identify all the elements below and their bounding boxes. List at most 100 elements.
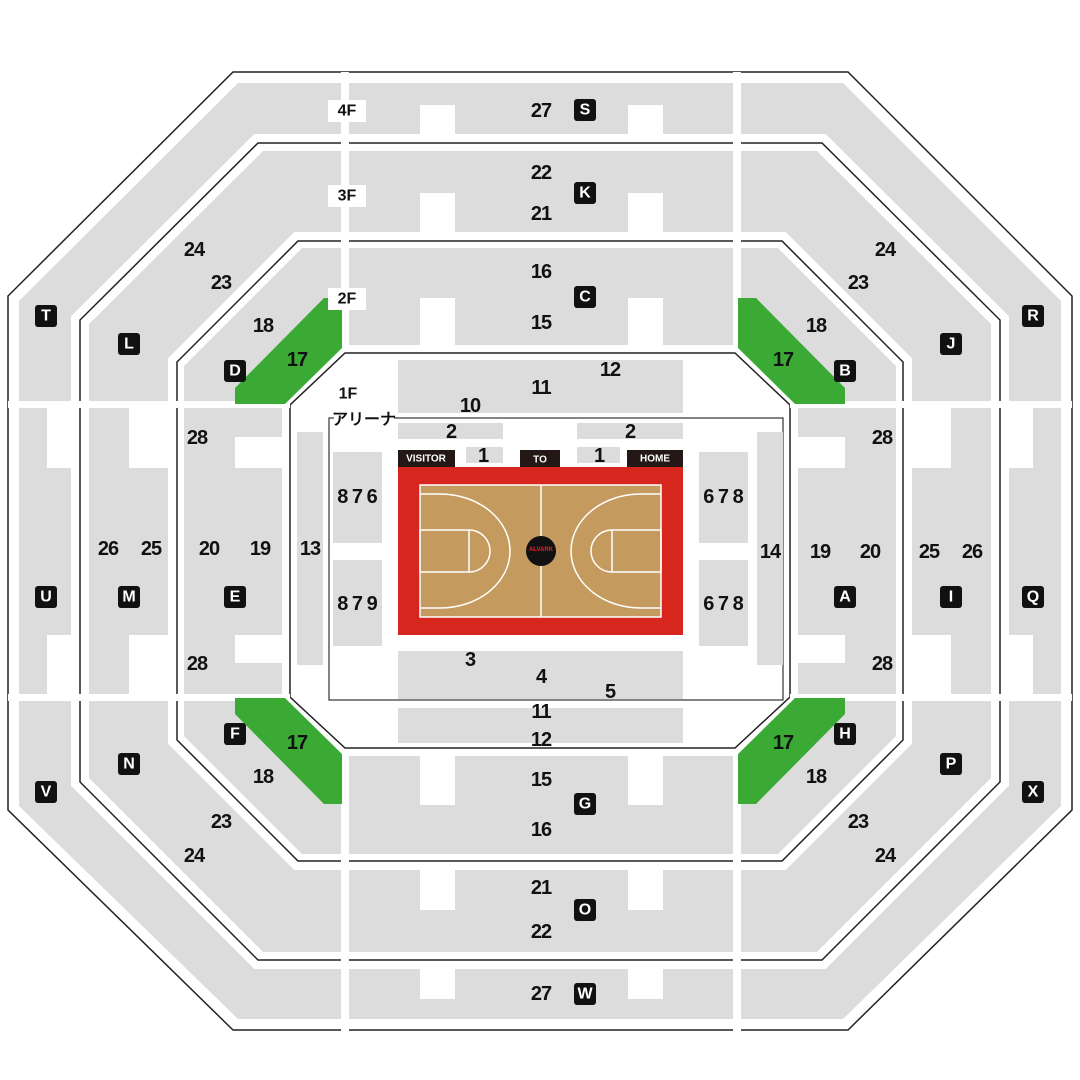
block-R[interactable]: R	[1022, 305, 1044, 327]
row-number: 18	[806, 766, 827, 788]
block-letter: N	[123, 756, 135, 773]
row-number: 26	[962, 541, 983, 563]
block-letter: I	[949, 589, 953, 606]
block-badge	[940, 333, 962, 355]
block-badge	[1022, 586, 1044, 608]
block-L[interactable]: L	[118, 333, 140, 355]
row-number: 28	[872, 653, 893, 675]
block-I[interactable]: I	[940, 586, 962, 608]
block-letter: O	[579, 902, 591, 919]
block-letter: V	[41, 784, 52, 801]
floor-label-arena-bg	[334, 410, 394, 428]
row-number: 21	[531, 203, 552, 225]
block-badge	[574, 286, 596, 308]
home-bench: HOME	[627, 450, 683, 467]
floor-label-3f: 3F	[328, 185, 366, 207]
row-number: 24	[184, 845, 206, 867]
row-number: 4	[536, 666, 548, 688]
block-letter: P	[946, 756, 957, 773]
row-number: 25	[141, 538, 162, 560]
svg-text:4F: 4F	[338, 103, 357, 120]
row-number: 8 7 9	[337, 593, 377, 615]
block-letter: W	[577, 986, 593, 1003]
row-number: 2	[625, 421, 636, 443]
row-number: 23	[848, 272, 869, 294]
section-f-highlight[interactable]	[235, 698, 342, 804]
block-W[interactable]: W	[574, 983, 596, 1005]
row-number: 6 7 8	[703, 486, 743, 508]
center-court-logo: ALVARK	[526, 536, 556, 566]
row-number: 17	[287, 732, 308, 754]
block-badge	[574, 899, 596, 921]
block-badge	[574, 182, 596, 204]
block-badge	[1022, 305, 1044, 327]
block-letter: A	[839, 589, 851, 606]
block-S[interactable]: S	[574, 99, 596, 121]
row-number: 22	[531, 162, 552, 184]
block-badge	[574, 983, 596, 1005]
section-h-highlight[interactable]	[738, 698, 845, 804]
floor-label-2f: 2F	[328, 288, 366, 310]
block-B[interactable]: B	[834, 360, 856, 382]
row-number: 28	[187, 653, 208, 675]
row-number: 17	[773, 732, 794, 754]
row-number: 26	[98, 538, 119, 560]
block-U[interactable]: U	[35, 586, 57, 608]
block-G[interactable]: G	[574, 793, 596, 815]
section-b-highlight[interactable]	[738, 298, 845, 404]
row-number: 12	[531, 729, 552, 751]
block-letter: D	[229, 363, 241, 380]
row-number: 25	[919, 541, 940, 563]
block-F[interactable]: F	[224, 723, 246, 745]
block-H[interactable]: H	[834, 723, 856, 745]
row-number: 15	[531, 312, 552, 334]
svg-text:3F: 3F	[338, 188, 357, 205]
block-N[interactable]: N	[118, 753, 140, 775]
block-letter: E	[230, 589, 241, 606]
block-badge	[834, 360, 856, 382]
block-A[interactable]: A	[834, 586, 856, 608]
row-number: 15	[531, 769, 552, 791]
block-letter: Q	[1027, 589, 1039, 606]
block-letter: H	[839, 726, 851, 743]
block-E[interactable]: E	[224, 586, 246, 608]
row-number: 27	[531, 983, 552, 1005]
block-badge	[35, 586, 57, 608]
block-badge	[224, 360, 246, 382]
row-number: 8 7 6	[337, 486, 377, 508]
block-letter: X	[1028, 784, 1039, 801]
block-O[interactable]: O	[574, 899, 596, 921]
visitor-bench: VISITOR	[398, 450, 455, 467]
block-badge	[574, 99, 596, 121]
block-T[interactable]: T	[35, 305, 57, 327]
row-number: 12	[600, 359, 621, 381]
block-K[interactable]: K	[574, 182, 596, 204]
floor-1f-seats[interactable]	[297, 360, 783, 743]
row-number: 20	[199, 538, 220, 560]
block-Q[interactable]: Q	[1022, 586, 1044, 608]
block-letter: R	[1027, 308, 1039, 325]
row-number: 18	[253, 315, 274, 337]
floor-label-arena: アリーナ	[332, 411, 396, 429]
block-V[interactable]: V	[35, 781, 57, 803]
logo-text: ALVARK	[529, 547, 554, 553]
block-X[interactable]: X	[1022, 781, 1044, 803]
block-badge	[834, 586, 856, 608]
row-number: 13	[300, 538, 321, 560]
block-M[interactable]: M	[118, 586, 140, 608]
block-badge	[1022, 781, 1044, 803]
row-number: 28	[872, 427, 893, 449]
block-badge	[118, 753, 140, 775]
block-letter: U	[40, 589, 52, 606]
section-d-highlight[interactable]	[235, 298, 342, 404]
block-letter: C	[579, 289, 591, 306]
block-J[interactable]: J	[940, 333, 962, 355]
block-badge	[35, 781, 57, 803]
block-C[interactable]: C	[574, 286, 596, 308]
row-number: 1	[594, 445, 605, 467]
block-P[interactable]: P	[940, 753, 962, 775]
row-number: 6 7 8	[703, 593, 743, 615]
row-number: 18	[806, 315, 827, 337]
block-D[interactable]: D	[224, 360, 246, 382]
